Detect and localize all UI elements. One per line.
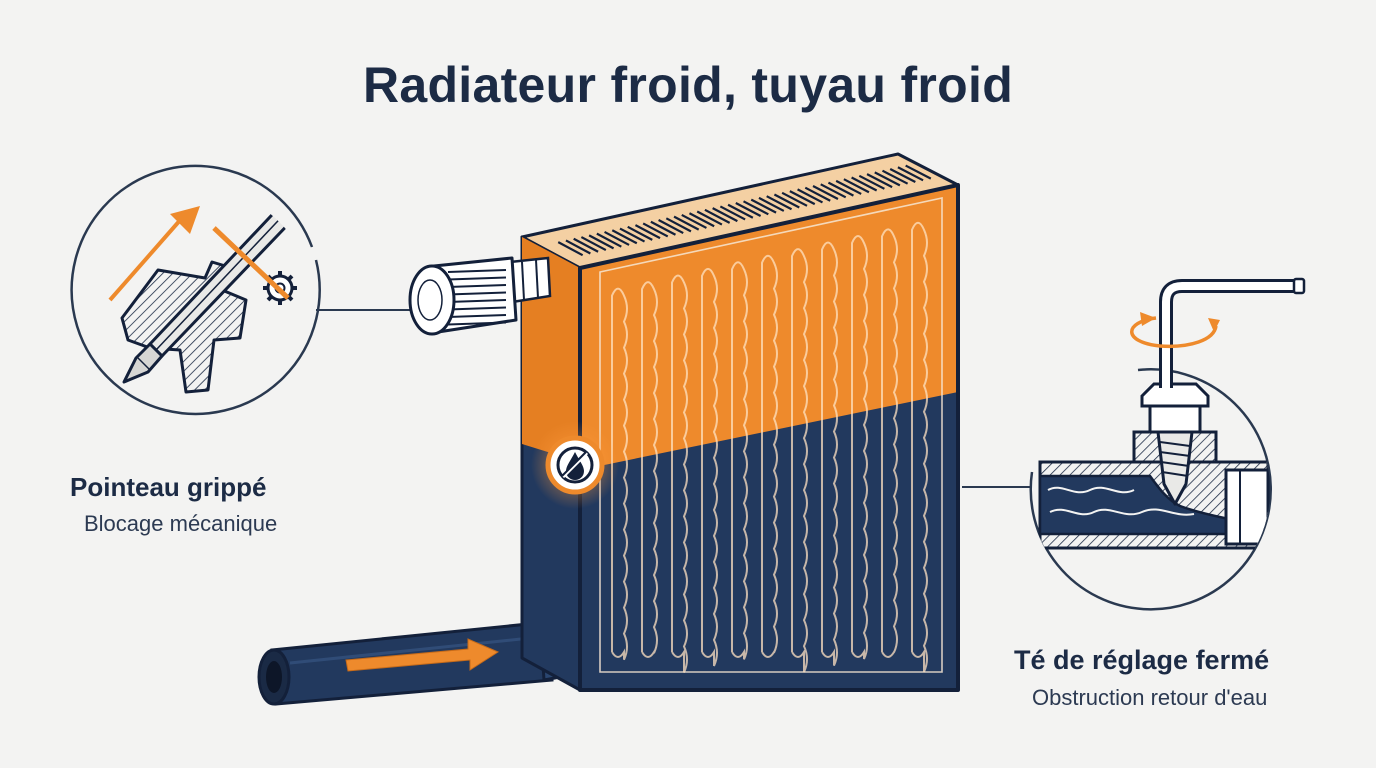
left-callout-subtitle: Blocage mécanique	[84, 511, 278, 536]
thermostatic-valve	[408, 256, 552, 336]
right-callout-title: Té de réglage fermé	[1014, 645, 1270, 675]
diagram-title: Radiateur froid, tuyau froid	[362, 57, 1014, 113]
flow-arrow	[345, 638, 500, 672]
left-callout-title: Pointeau grippé	[70, 472, 267, 502]
radiator-body	[520, 152, 960, 692]
closed-tee-magnifier	[1029, 277, 1306, 611]
blocked-flow-badge	[531, 421, 619, 509]
seized-pin-magnifier	[70, 164, 321, 416]
right-callout-subtitle: Obstruction retour d'eau	[1032, 685, 1268, 710]
